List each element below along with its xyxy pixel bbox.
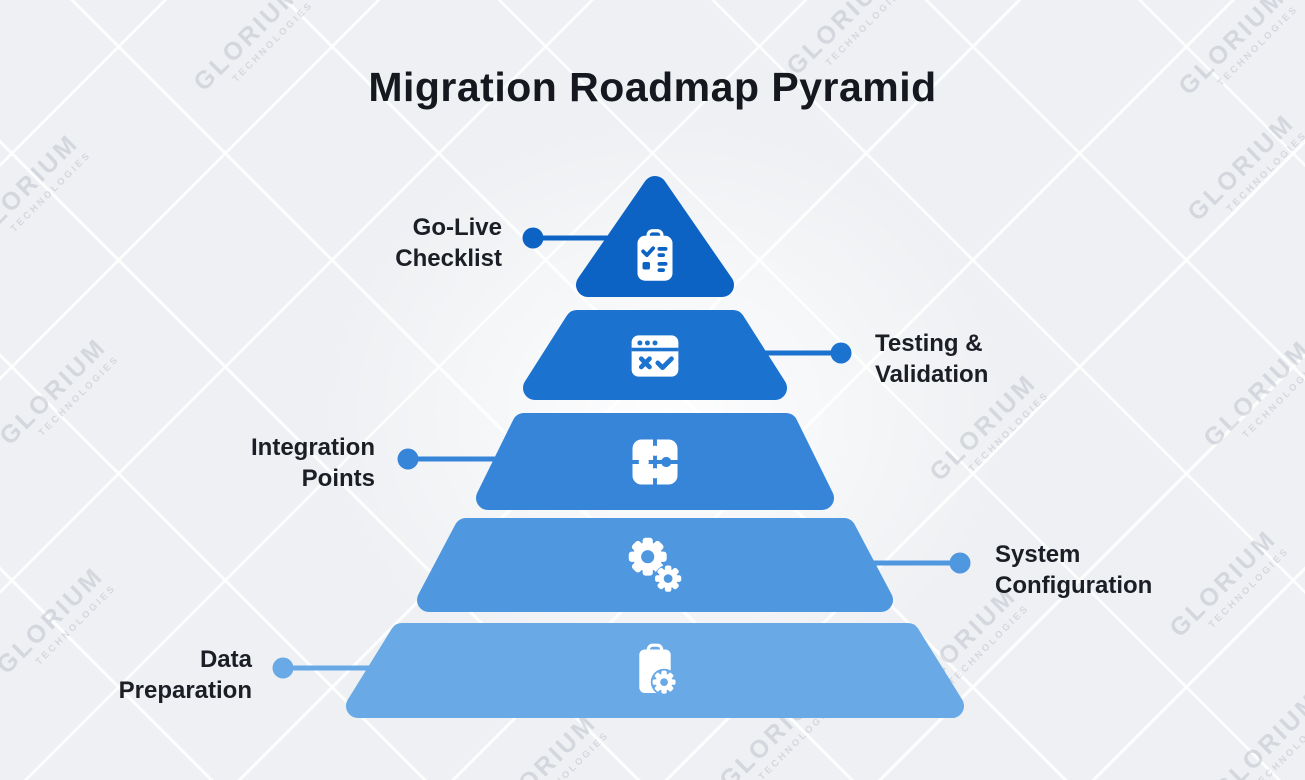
level-5-connector-dot bbox=[272, 657, 294, 679]
label-line: Testing & bbox=[875, 330, 983, 357]
level-4-label: System Configuration bbox=[995, 539, 1152, 601]
label-line: Configuration bbox=[995, 572, 1153, 599]
label-line: Data bbox=[199, 646, 252, 673]
page-title: Migration Roadmap Pyramid bbox=[368, 64, 937, 110]
connector-layer bbox=[272, 227, 971, 679]
label-line: Validation bbox=[875, 361, 989, 388]
label-line: Checklist bbox=[395, 245, 502, 272]
label-line: Points bbox=[301, 465, 375, 492]
level-4-connector-dot bbox=[949, 552, 971, 574]
label-line: Integration bbox=[251, 434, 375, 461]
level-2-connector-dot bbox=[830, 342, 852, 364]
level-3-icon puzzle-icon bbox=[619, 426, 691, 498]
level-4-icon gears-icon bbox=[620, 529, 690, 599]
level-1-label: Go-Live Checklist bbox=[395, 212, 502, 274]
label-line: Go-Live bbox=[412, 214, 502, 241]
level-2-icon browser-test-icon bbox=[622, 323, 688, 389]
level-1-connector-dot bbox=[522, 227, 544, 249]
label-line: Preparation bbox=[118, 677, 252, 704]
label-line: System bbox=[995, 541, 1081, 568]
level-5-label: Data Preparation bbox=[119, 644, 252, 706]
level-3-label: Integration Points bbox=[251, 432, 375, 494]
level-3-connector-dot bbox=[397, 448, 419, 470]
level-1-icon clipboard-check-icon bbox=[625, 227, 685, 287]
level-5-icon clipboard-gear-icon bbox=[626, 641, 684, 699]
level-2-label: Testing & Validation bbox=[875, 328, 988, 390]
